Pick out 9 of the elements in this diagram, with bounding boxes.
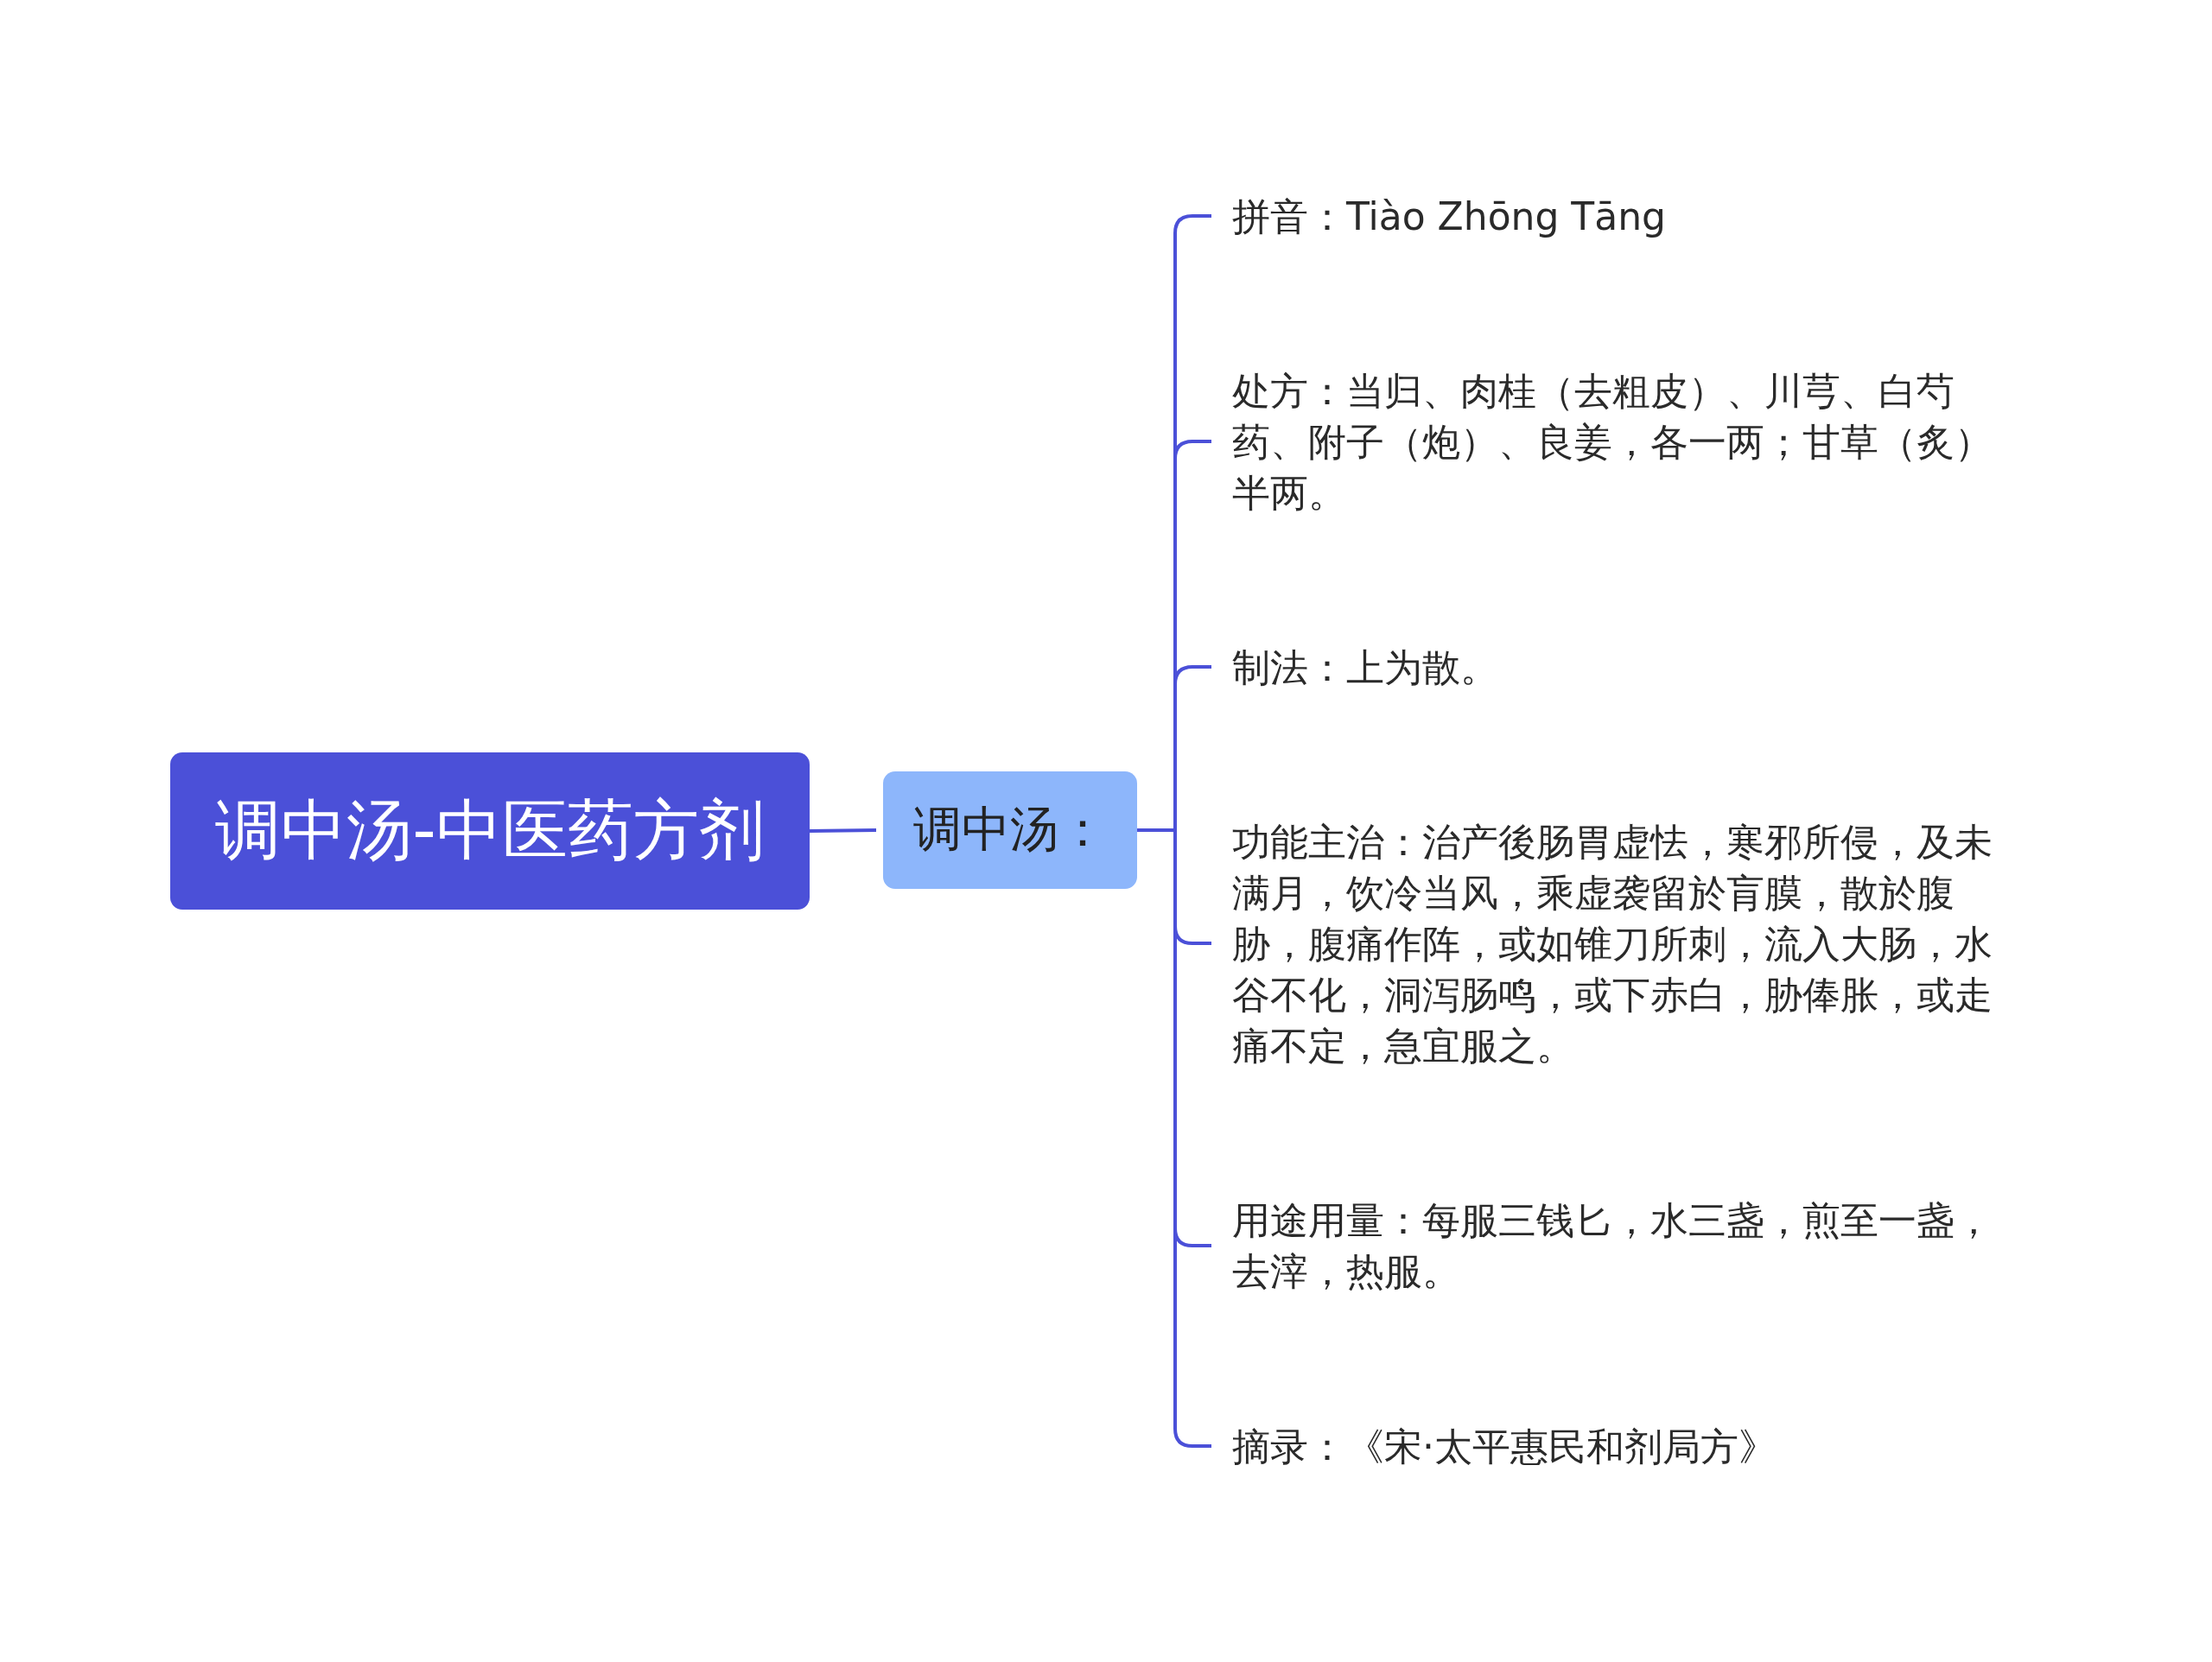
topic-text: 用途用量：每服三钱匕，水三盏，煎至一盏，去滓，热服。 (1232, 1195, 2027, 1297)
topic-text: 制法：上为散。 (1232, 641, 2027, 693)
central-topic: 调中汤-中医药方剂 (170, 752, 810, 910)
main-topic: 调中汤： (883, 771, 1137, 889)
connector-line (809, 828, 877, 833)
topic-text: 摘录：《宋·太平惠民和剂局方》 (1232, 1420, 2027, 1472)
topic-text: 功能主治：治产後肠胃虚怯，寒邪所侵，及未满月，饮冷当风，乘虚袭留於肓膜，散於腹胁，腹痛作阵，或如锥刀所刺，流入大肠，水谷不化，洞泻肠鸣，或下赤白，胁俸胀，或走痛不定，急宜服之。 (1232, 815, 2027, 1071)
topic-text: 处方：当归、肉桂（去粗皮）、川芎、白芍药、附子（炮）、良姜，各一两；甘草（炙）半两。 (1232, 365, 2027, 518)
topic-text: 拼音：Tiào Zhōng Tāng (1232, 190, 2027, 242)
